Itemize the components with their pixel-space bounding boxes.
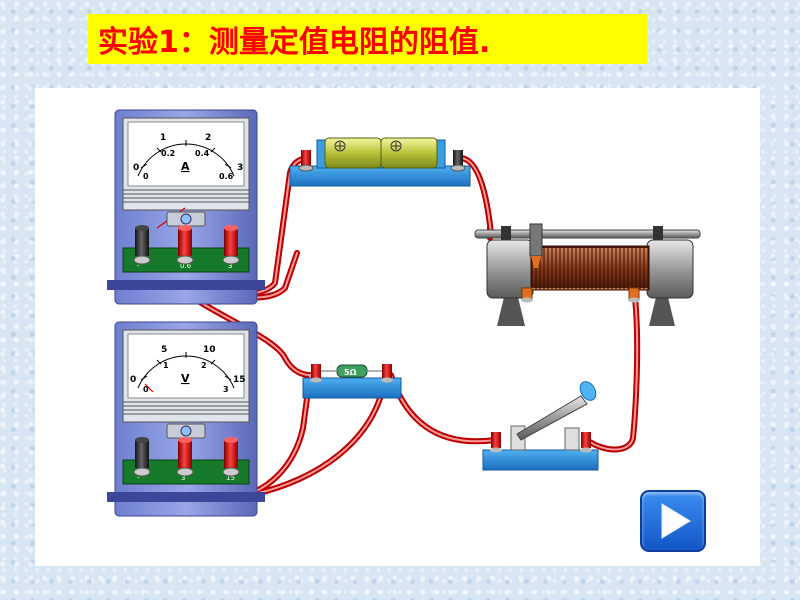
ammeter-scale-bottom-1: 0.2 [161, 149, 175, 158]
voltmeter-scale-bottom-0: 0 [143, 385, 149, 394]
battery-holder [289, 137, 471, 187]
voltmeter-scale-top-0: 0 [130, 375, 136, 385]
ammeter-terminal-0-6[interactable] [176, 225, 194, 265]
switch-terminal-left[interactable] [490, 432, 502, 453]
voltmeter-terminal-negative[interactable] [133, 437, 151, 477]
battery-terminal-right[interactable] [450, 150, 466, 172]
voltmeter-terminal-3[interactable] [176, 437, 194, 477]
ammeter-terminal-label-2: 3 [228, 262, 232, 270]
ammeter-scale-top-2: 2 [205, 133, 211, 143]
voltmeter-terminal-label-1: 3 [181, 474, 185, 482]
switch-blade [516, 395, 588, 441]
battery-terminal-left[interactable] [298, 150, 314, 172]
rheostat-coil [530, 245, 650, 291]
battery-cell-2 [380, 137, 438, 169]
ammeter-scale-bottom-2: 0.4 [195, 149, 210, 158]
play-icon [661, 503, 691, 539]
title-banner: 实验1：测量定值电阻的阻值. [88, 14, 648, 64]
play-button[interactable] [640, 490, 706, 552]
voltmeter-terminal-label-0: - [137, 474, 140, 482]
resistor-terminal-left[interactable] [310, 364, 322, 383]
ammeter-zero-adjust-screw[interactable] [180, 213, 192, 225]
ammeter-terminal-label-1: 0.6 [180, 262, 192, 270]
ammeter-terminal-label-0: - [137, 262, 140, 270]
ammeter-scale-top-3: 3 [237, 163, 243, 173]
rheostat-terminal-right[interactable] [628, 287, 640, 303]
voltmeter-terminal-15[interactable] [222, 437, 240, 477]
resistor-terminal-right[interactable] [381, 364, 393, 383]
battery-cell-1 [324, 137, 382, 169]
ammeter-scale-top-1: 1 [160, 133, 166, 143]
experiment-stage: 0 1 2 3 0 0.2 0.4 0.6 A - 0.6 3 [35, 88, 760, 566]
voltmeter-scale-top-3: 15 [233, 375, 246, 385]
voltmeter-scale-top-2: 10 [203, 345, 216, 355]
ammeter-terminal-negative[interactable] [133, 225, 151, 265]
voltmeter-letter: V [181, 372, 190, 385]
knife-switch[interactable] [482, 379, 599, 471]
voltmeter-scale-bottom-2: 2 [201, 361, 207, 370]
ammeter-terminal-3[interactable] [222, 225, 240, 265]
switch-terminal-right[interactable] [580, 432, 592, 453]
voltmeter-zero-adjust-screw[interactable] [180, 425, 192, 437]
voltmeter-scale-bottom-3: 3 [223, 385, 229, 394]
battery-plus-icon-1 [334, 140, 346, 152]
rheostat-terminal-left[interactable] [521, 287, 533, 303]
ammeter-scale-top-0: 0 [133, 163, 139, 173]
voltmeter-needle [144, 383, 154, 393]
battery-plus-icon-2 [390, 140, 402, 152]
ammeter-scale-bottom-3: 0.6 [219, 172, 234, 181]
fixed-resistor: 5Ω [302, 364, 402, 399]
ammeter-letter: A [181, 160, 190, 173]
ammeter-scale-bottom-0: 0 [143, 172, 149, 181]
voltmeter-scale-top-1: 5 [161, 345, 167, 355]
rheostat-slider[interactable] [529, 223, 543, 268]
circuit-diagram: 0 1 2 3 0 0.2 0.4 0.6 A - 0.6 3 [107, 109, 701, 517]
rheostat [474, 223, 701, 326]
voltmeter-scale-bottom-1: 1 [163, 361, 169, 370]
voltmeter-terminal-label-2: 15 [226, 474, 235, 482]
switch-handle [579, 381, 597, 401]
page-title: 实验1：测量定值电阻的阻值. [98, 25, 491, 60]
voltmeter: 0 5 10 15 0 1 2 3 V - 3 15 [107, 321, 265, 517]
ammeter: 0 1 2 3 0 0.2 0.4 0.6 A - 0.6 3 [107, 109, 265, 305]
resistor-value-label: 5Ω [344, 368, 357, 377]
